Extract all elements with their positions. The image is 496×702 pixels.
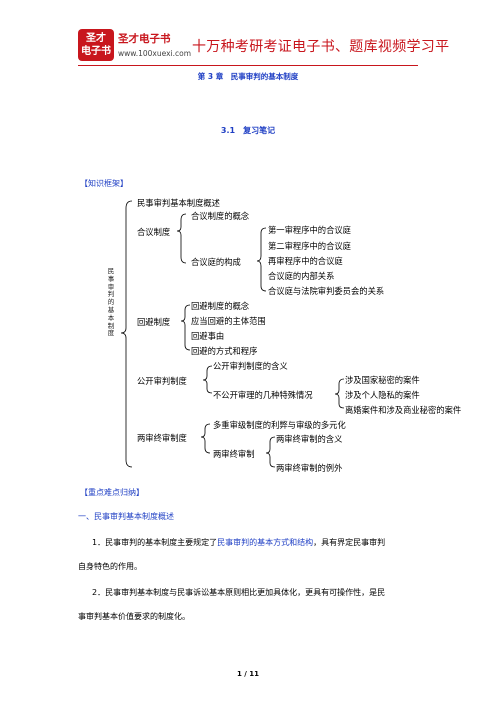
outline-node: 第一审程序中的合议庭 [268, 225, 351, 235]
brace-root [120, 200, 133, 468]
outline-node: 不公开审理的几种特殊情况 [213, 390, 313, 400]
para1-highlight: 民事审判的基本方式和结构 [217, 538, 314, 547]
key-points-tag: 【重点难点归纳】 [80, 488, 144, 497]
page-number: 1 / 11 [236, 670, 260, 678]
outline-node: 应当回避的主体范围 [191, 316, 266, 326]
brace-liangshenzhi [265, 436, 276, 468]
header-divider [78, 65, 418, 66]
brace-heyiting [256, 227, 267, 292]
outline-node: 民事审判基本制度概述 [137, 198, 220, 208]
outline-node: 合议庭与法院审判委员会的关系 [268, 286, 385, 296]
para1-pre: 1．民事审判的基本制度主要规定了 [92, 538, 218, 547]
outline-node: 合议制度的概念 [191, 211, 250, 221]
section-heading: 一、民事审判基本制度概述 [78, 512, 174, 521]
framework-tag: 【知识框架】 [80, 179, 128, 188]
brace-bugongkai [334, 378, 345, 409]
paragraph-1-line-2: 自身特色的作用。 [78, 562, 142, 571]
outline-node: 两审终审制的含义 [276, 434, 343, 444]
logo-line2: 电子书 [81, 46, 111, 57]
outline-node: 离婚案件和涉及商业秘密的案件 [345, 405, 462, 415]
brand-url[interactable]: www.100xuexi.com [118, 49, 192, 58]
outline-node: 多重审级制度的利弊与审级的多元化 [213, 420, 346, 430]
outline-node: 涉及个人隐私的案件 [345, 390, 420, 400]
outline-node: 公开审判制度 [137, 376, 187, 386]
outline-node: 合议制度 [137, 227, 171, 237]
header-slogan: 十万种考研考证电子书、题库视频学习平 [192, 39, 450, 55]
brace-gongkai [202, 365, 213, 394]
outline-node: 回避制度的概念 [191, 301, 250, 311]
outline-node: 回避的方式和程序 [191, 346, 258, 356]
paragraph-1-line-1: 1．民事审判的基本制度主要规定了民事审判的基本方式和结构，具有界定民事审判 [92, 537, 385, 548]
outline-node: 涉及国家秘密的案件 [345, 375, 420, 385]
brand-logo: 圣才 电子书 [78, 29, 114, 61]
brace-liangshen [200, 423, 211, 454]
outline-node: 回避制度 [137, 317, 171, 327]
outline-node: 两审终审制度 [137, 433, 187, 443]
outline-node: 再审程序中的合议庭 [268, 256, 343, 266]
section-title: 3.1 复习笔记 [220, 126, 276, 135]
paragraph-2-line-2: 事审判基本价值要求的制度化。 [78, 612, 190, 621]
outline-node: 两审终审制的例外 [276, 463, 343, 473]
outline-node: 两审终审制 [213, 449, 255, 459]
outline-root-label: 民事审判的基本制度 [107, 267, 115, 338]
outline-node: 合议庭的内部关系 [268, 271, 335, 281]
chapter-title: 第 3 章 民事审判的基本制度 [197, 72, 299, 81]
brace-huibi [180, 304, 191, 351]
paragraph-2-line-1: 2．民事审判基本制度与民事诉讼基本原则相比更加具体化，更具有可操作性，是民 [92, 588, 386, 597]
para1-post: ，具有界定民事审判 [313, 538, 386, 547]
outline-node: 第二审程序中的合议庭 [268, 241, 351, 251]
logo-line1: 圣才 [86, 33, 106, 44]
outline-node: 合议庭的构成 [191, 257, 241, 267]
outline-node: 回避事由 [191, 331, 225, 341]
outline-node: 公开审判制度的含义 [213, 361, 288, 371]
brace-heyi [176, 213, 187, 264]
brand-name: 圣才电子书 [118, 33, 171, 45]
